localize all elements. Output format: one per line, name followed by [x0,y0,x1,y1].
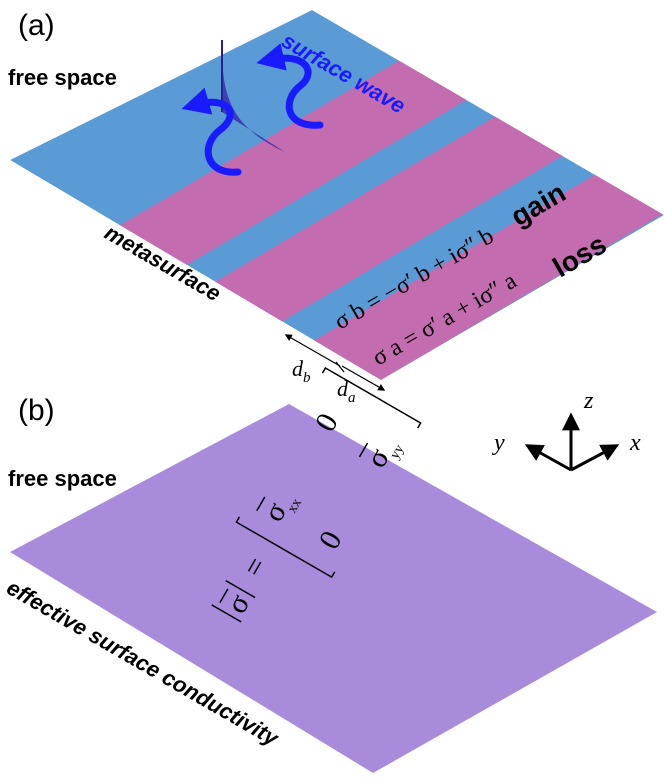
x-axis [570,444,620,472]
surface-wave-arrow [181,87,242,176]
sigma-xx-bar [256,496,266,512]
d-a-label: da [337,376,356,406]
coordinate-axes [524,412,620,472]
dimension-tick [335,361,345,373]
y-axis [524,444,572,472]
panel-b-tag: (b) [18,394,55,427]
y-axis-label: y [492,430,505,456]
bracket-left-lhs [211,604,242,623]
sigma-yy-bar [358,442,369,458]
free-space-label-b: free space [8,466,117,491]
z-axis-label: z [583,388,594,414]
d-a-arrow [341,365,386,391]
bracket-right-lhs [225,579,256,599]
x-axis-label: x [629,430,641,456]
panel-a-tag: (a) [18,9,55,42]
matrix-bracket-left [235,516,336,579]
loss-strip [264,174,664,380]
d-b-label: db [292,356,311,386]
matrix-bracket-right [321,366,422,429]
loss-strip [68,60,468,295]
free-space-label-a: free space [8,65,117,90]
d-b-arrow [284,334,341,367]
surface-wave-arrow [256,43,324,129]
loss-strip [164,116,564,351]
tensor-bar [219,588,229,604]
effective-sheet [10,404,657,773]
